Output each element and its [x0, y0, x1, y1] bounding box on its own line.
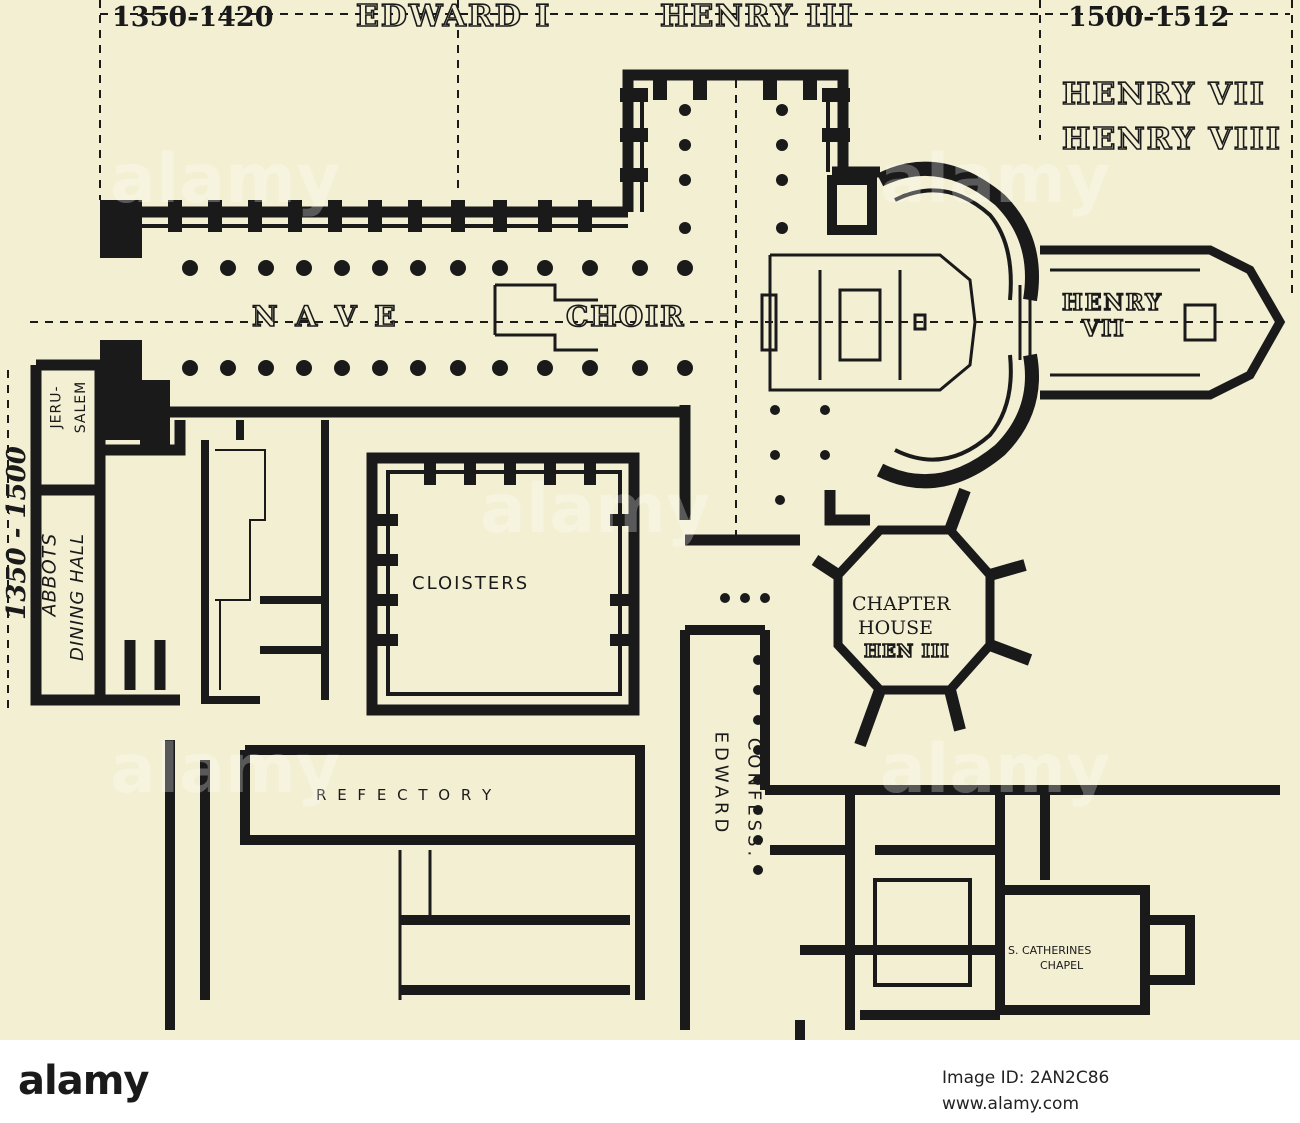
label-jerusalem-2: SALEM — [73, 380, 90, 434]
watermark-4: alamy — [110, 730, 341, 809]
date-edward-i: EDWARD I — [355, 0, 552, 34]
label-edward: EDWARD — [710, 731, 732, 837]
date-1350-1420: 1350-1420 — [112, 2, 274, 33]
label-henry-viii-top: HENRY VIII — [1061, 122, 1282, 157]
label-cloisters: CLOISTERS — [412, 573, 530, 594]
image-id-text: Image ID: 2AN2C86 — [942, 1068, 1110, 1088]
date-1500-1512: 1500-1512 — [1068, 2, 1230, 33]
site-url-link[interactable]: www.alamy.com — [942, 1094, 1080, 1114]
label-st-catherines: S. CATHERINES — [1008, 944, 1092, 957]
label-nave: N A V E — [251, 300, 400, 333]
label-henry-vii-chapel: HENRY — [1061, 290, 1163, 316]
label-henry-vii-top: HENRY VII — [1061, 77, 1266, 112]
watermark-3: alamy — [480, 470, 711, 549]
label-chapter-house: CHAPTER — [852, 593, 951, 615]
label-chapter-house-3: HEN III — [863, 641, 950, 662]
label-henry-vii-chapel-2: VII — [1081, 316, 1126, 342]
date-vertical-1350-1500: 1350 - 1500 — [1, 446, 32, 620]
plan-drawing — [7, 0, 1293, 1040]
brand-logo[interactable]: alamy — [18, 1058, 149, 1104]
footer-bar: alamy Image ID: 2AN2C86 www.alamy.com — [0, 1040, 1300, 1123]
label-st-catherines-chapel: CHAPEL — [1040, 959, 1084, 972]
date-henry-iii: HENRY III — [659, 0, 855, 34]
watermark-5: alamy — [880, 730, 1111, 809]
label-refectory: R E F E C T O R Y — [316, 786, 495, 804]
watermark-1: alamy — [110, 140, 341, 219]
floor-plan-diagram: 1350-1420 EDWARD I HENRY III 1500-1512 H… — [0, 0, 1300, 1040]
label-jerusalem: JERU- — [48, 385, 65, 429]
label-chapter-house-2: HOUSE — [858, 617, 934, 639]
label-choir: CHOIR — [565, 300, 686, 333]
label-dining-hall: DINING HALL — [66, 533, 88, 661]
label-abbots: ABBOTS — [38, 532, 61, 617]
watermark-2: alamy — [880, 140, 1111, 219]
label-confessor: CONFESS. — [743, 737, 765, 861]
